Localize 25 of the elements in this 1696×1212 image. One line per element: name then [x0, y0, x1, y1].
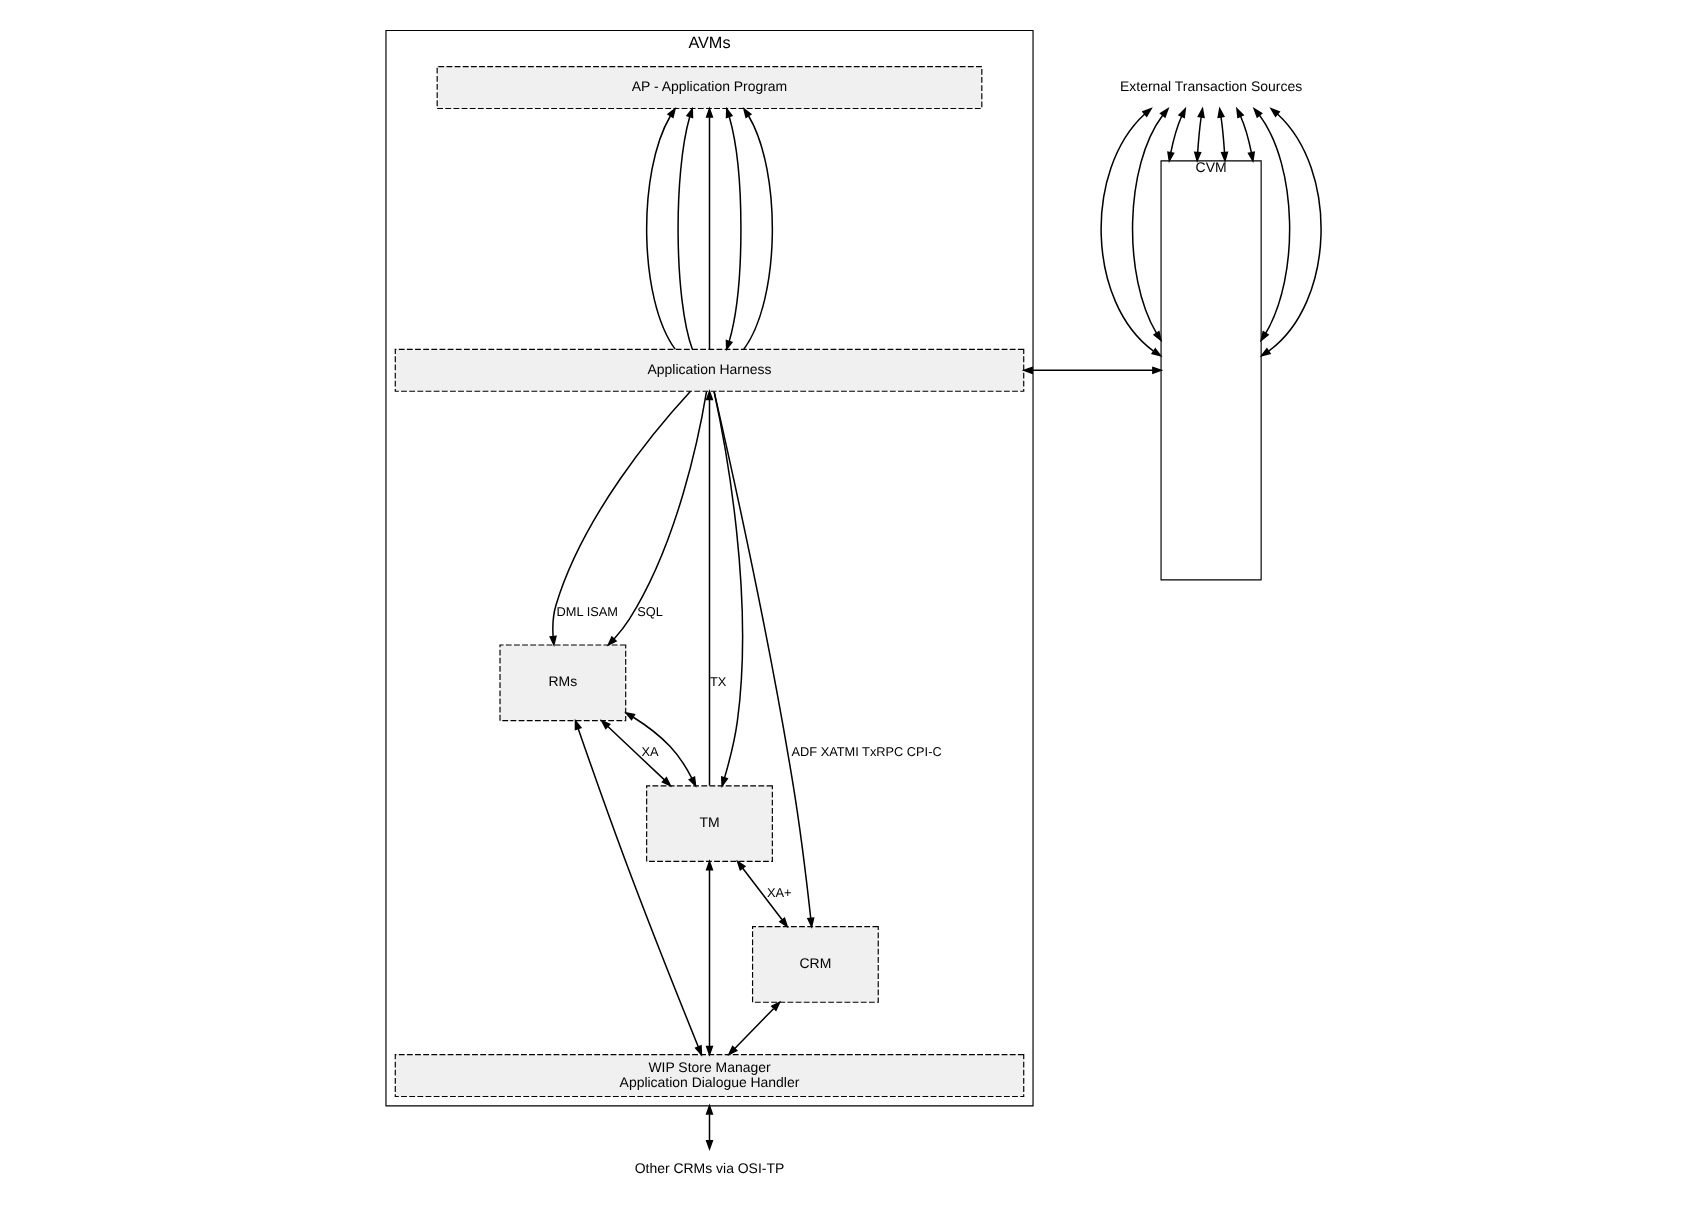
- arrow: [1130, 107, 1169, 343]
- arrow: [599, 719, 672, 788]
- arrow: [1216, 106, 1228, 163]
- arrow: [676, 106, 693, 350]
- arrow: [735, 859, 788, 929]
- arrow: [704, 106, 713, 350]
- arrow: [1020, 366, 1163, 375]
- arrow: [704, 389, 713, 787]
- arrow: [704, 859, 713, 1057]
- arrow: [1234, 106, 1255, 163]
- arrow: [1192, 106, 1204, 163]
- arrow: [548, 390, 691, 647]
- arrow: [704, 1103, 713, 1152]
- arrow: [724, 106, 741, 352]
- arrow: [605, 390, 707, 647]
- arrow: [712, 390, 814, 929]
- arrow: [644, 106, 676, 350]
- arrow: [1258, 107, 1321, 357]
- arrow: [1099, 107, 1162, 357]
- arrow: [573, 718, 702, 1057]
- arrow: [1166, 106, 1186, 163]
- arrow: [726, 1000, 781, 1057]
- arrow: [1251, 107, 1290, 343]
- arrow: [741, 106, 773, 350]
- arrow: [623, 711, 696, 788]
